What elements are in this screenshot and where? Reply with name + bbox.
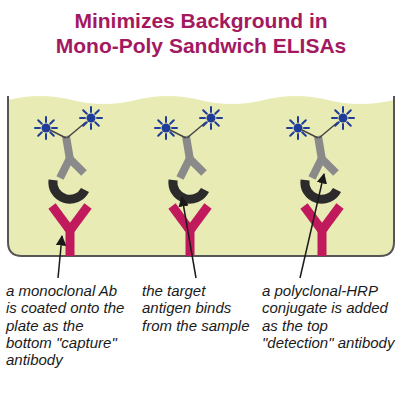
leader-arrow	[300, 174, 324, 278]
callout-label: a monoclonal Ab is coated onto the plate…	[6, 282, 128, 368]
well-liquid	[8, 96, 394, 256]
callout-label: the target antigen binds from the sample	[142, 282, 254, 334]
leader-arrow	[58, 236, 62, 278]
well-wall	[8, 96, 394, 256]
leader-arrow	[182, 197, 196, 278]
antibody-complex	[35, 107, 102, 256]
callout-label: a polyclonal-HRP conjugate is added as t…	[262, 282, 396, 351]
diagram-title: Minimizes Background in Mono-Poly Sandwi…	[46, 8, 356, 58]
antibody-complex	[287, 107, 354, 256]
